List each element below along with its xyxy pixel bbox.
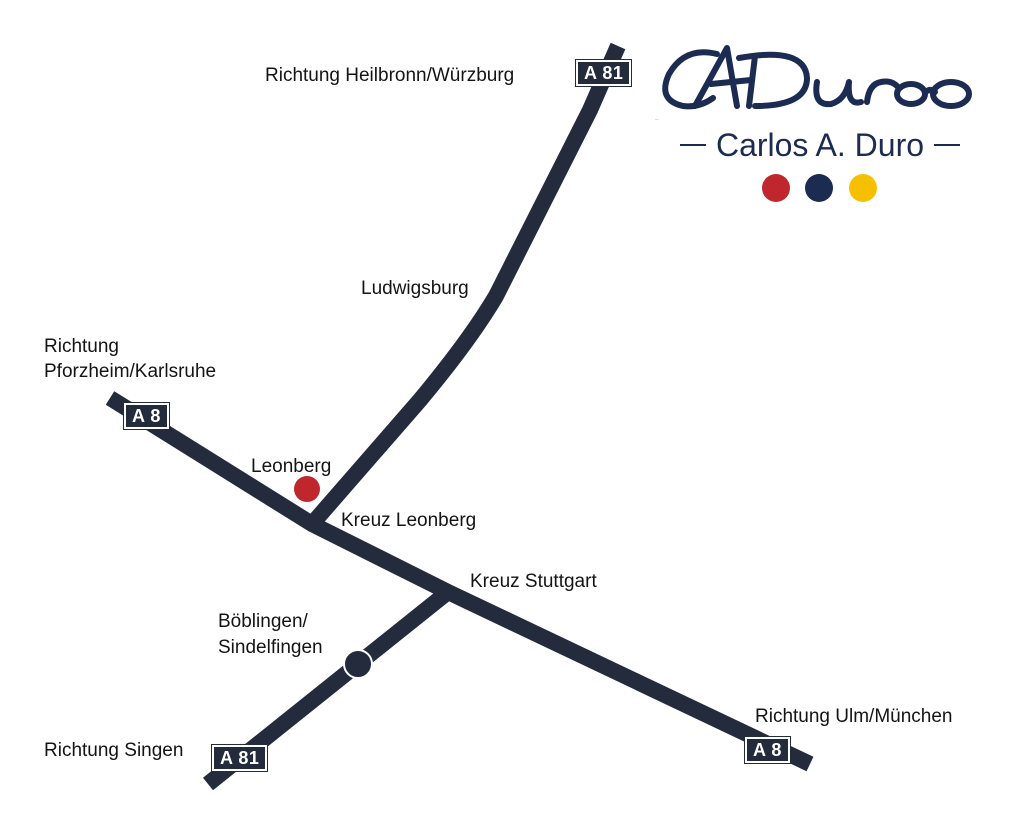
label-ludwigsburg: Ludwigsburg — [361, 278, 469, 299]
label-leonberg: Leonberg — [251, 456, 332, 477]
brand-dot-yellow — [848, 174, 877, 202]
brand-script-logo: CADuro — [655, 45, 972, 121]
label-pforzheim-line1: Richtung — [44, 336, 119, 357]
brand-dot-red — [762, 174, 790, 202]
road-a81-north — [305, 42, 626, 530]
brand-dot-navy — [805, 174, 834, 202]
brand-dots — [762, 174, 888, 204]
brand-dash-left — [679, 144, 706, 146]
shield-a81-south: A 81 — [210, 744, 269, 772]
shield-a8-west: A 8 — [123, 402, 170, 430]
label-boeblingen-line1: Böblingen/ — [218, 611, 308, 632]
label-kreuz-leonberg: Kreuz Leonberg — [341, 510, 477, 531]
road-a8 — [105, 391, 814, 772]
label-pforzheim-line2: Pforzheim/Karlsruhe — [44, 361, 217, 382]
boeblingen-marker — [343, 649, 373, 679]
label-ulm: Richtung Ulm/München — [755, 706, 953, 727]
label-boeblingen-line2: Sindelfingen — [218, 637, 323, 658]
label-kreuz-stuttgart: Kreuz Stuttgart — [470, 571, 597, 592]
shield-a81-north: A 81 — [574, 59, 633, 87]
leonberg-marker — [294, 476, 320, 502]
brand-dash-right — [934, 144, 961, 146]
label-heilbronn: Richtung Heilbronn/Würzburg — [265, 65, 515, 86]
shield-a8-east: A 8 — [744, 736, 791, 764]
brand-name-text: Carlos A. Duro — [715, 126, 925, 163]
label-singen: Richtung Singen — [44, 740, 184, 761]
brand-script-text: CADuro — [655, 118, 659, 121]
brand-name: Carlos A. Duro — [660, 124, 980, 166]
